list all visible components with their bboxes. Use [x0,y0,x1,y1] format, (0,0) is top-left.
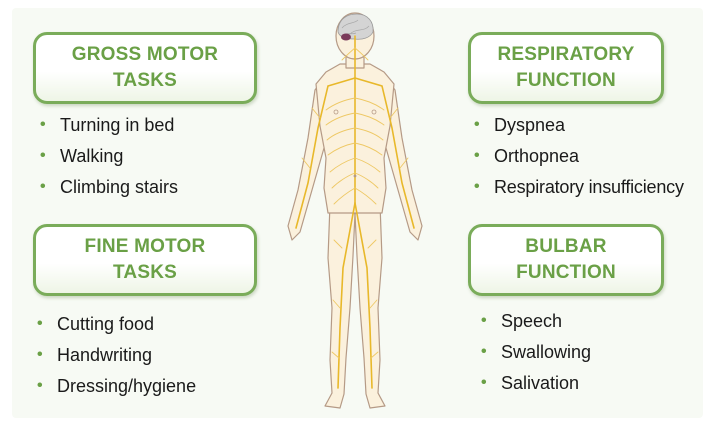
respiratory-title-line2: FUNCTION [516,68,616,94]
bullet-icon: • [40,113,60,137]
list-item-label: Dyspnea [494,113,565,137]
list-item: •Dyspnea [474,113,684,144]
bullet-icon: • [37,312,57,336]
list-item-label: Swallowing [501,340,591,364]
list-item-label: Orthopnea [494,144,579,168]
list-item-label: Walking [60,144,123,168]
bulbar-function-box: BULBAR FUNCTION [468,224,664,296]
list-item: •Swallowing [481,340,591,371]
gross-motor-title-line1: GROSS MOTOR [72,42,218,68]
list-item-label: Turning in bed [60,113,174,137]
list-item: •Walking [40,144,178,175]
list-item-label: Respiratory insufficiency [494,175,684,199]
respiratory-list: •Dyspnea •Orthopnea •Respiratory insuffi… [474,113,684,206]
respiratory-title-line1: RESPIRATORY [498,42,635,68]
bullet-icon: • [40,144,60,168]
bulbar-title-line1: BULBAR [525,234,606,260]
list-item-label: Speech [501,309,562,333]
fine-motor-list: •Cutting food •Handwriting •Dressing/hyg… [37,312,196,405]
list-item: •Orthopnea [474,144,684,175]
bullet-icon: • [37,374,57,398]
bullet-icon: • [481,340,501,364]
list-item: •Dressing/hygiene [37,374,196,405]
list-item-label: Cutting food [57,312,154,336]
bullet-icon: • [474,113,494,137]
bullet-icon: • [481,309,501,333]
list-item: •Speech [481,309,591,340]
list-item: •Respiratory insufficiency [474,175,684,206]
gross-motor-list: •Turning in bed •Walking •Climbing stair… [40,113,178,206]
list-item-label: Climbing stairs [60,175,178,199]
bullet-icon: • [37,343,57,367]
list-item: •Climbing stairs [40,175,178,206]
list-item: •Turning in bed [40,113,178,144]
bullet-icon: • [474,144,494,168]
bulbar-title-line2: FUNCTION [516,260,616,286]
bullet-icon: • [40,175,60,199]
fine-motor-title-line2: TASKS [113,260,177,286]
bullet-icon: • [474,175,494,199]
respiratory-function-box: RESPIRATORY FUNCTION [468,32,664,104]
list-item-label: Salivation [501,371,579,395]
fine-motor-title-line1: FINE MOTOR [85,234,206,260]
fine-motor-tasks-box: FINE MOTOR TASKS [33,224,257,296]
bulbar-list: •Speech •Swallowing •Salivation [481,309,591,402]
list-item-label: Dressing/hygiene [57,374,196,398]
list-item: •Handwriting [37,343,196,374]
list-item: •Salivation [481,371,591,402]
bullet-icon: • [481,371,501,395]
list-item-label: Handwriting [57,343,152,367]
human-nervous-system-icon [270,8,440,420]
gross-motor-tasks-box: GROSS MOTOR TASKS [33,32,257,104]
gross-motor-title-line2: TASKS [113,68,177,94]
list-item: •Cutting food [37,312,196,343]
